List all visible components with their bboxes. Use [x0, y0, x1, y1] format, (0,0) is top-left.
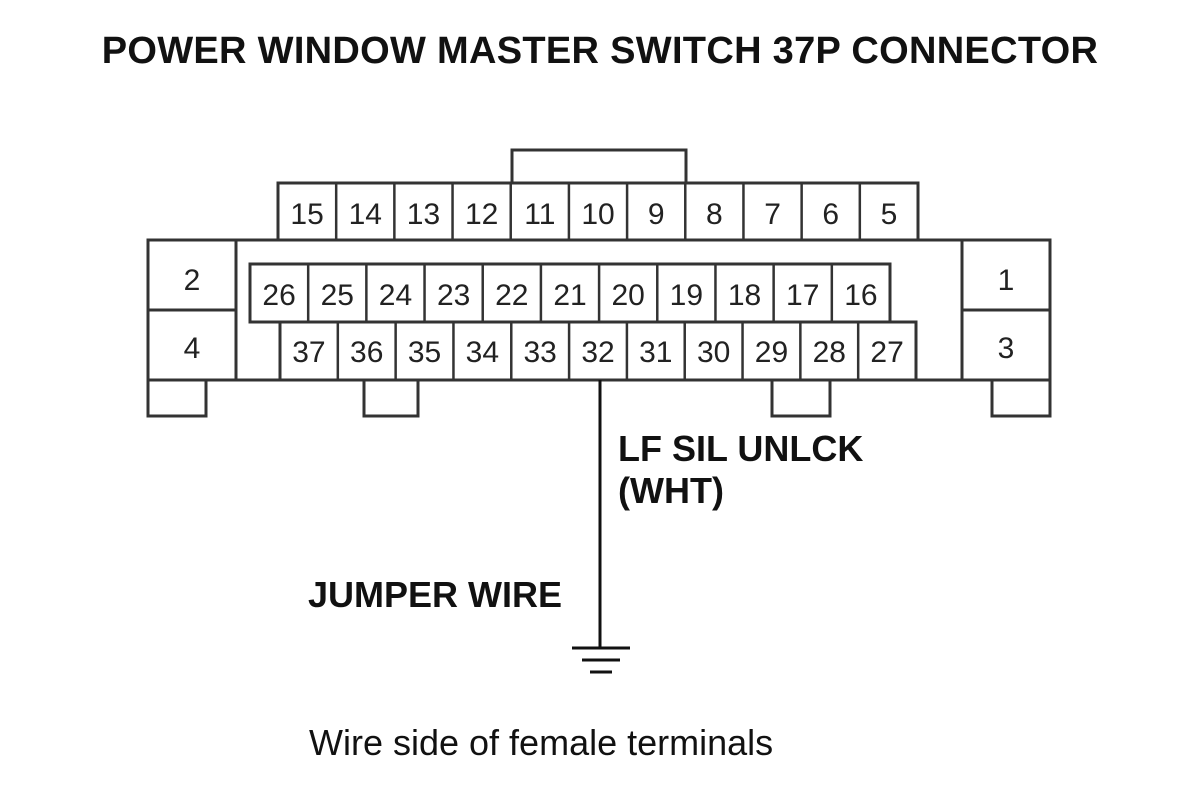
- pin-34: 34: [466, 336, 499, 369]
- pin-14: 14: [349, 198, 382, 231]
- pin-27: 27: [870, 336, 903, 369]
- pin-25: 25: [321, 279, 354, 312]
- foot-1: [146, 380, 208, 418]
- pin-30: 30: [697, 336, 730, 369]
- pin-6: 6: [822, 198, 839, 231]
- pin-5: 5: [881, 198, 898, 231]
- jumper-wire-label: JUMPER WIRE: [308, 574, 563, 615]
- pin-9: 9: [648, 198, 665, 231]
- pin-22: 22: [495, 279, 528, 312]
- foot-4: [990, 380, 1052, 418]
- pin-3: 3: [998, 332, 1015, 365]
- pin-2: 2: [184, 264, 201, 297]
- pin-15: 15: [290, 198, 323, 231]
- pin-37: 37: [292, 336, 325, 369]
- diagram-title: POWER WINDOW MASTER SWITCH 37P CONNECTOR: [101, 30, 1099, 72]
- wire-label: LF SIL UNLCK: [618, 428, 864, 469]
- pin-4: 4: [184, 332, 201, 365]
- pin-24: 24: [379, 279, 412, 312]
- pin-13: 13: [407, 198, 440, 231]
- pin-23: 23: [437, 279, 470, 312]
- foot-3: [770, 380, 832, 418]
- pin-26: 26: [262, 279, 295, 312]
- foot-2: [362, 380, 420, 418]
- pin-36: 36: [350, 336, 383, 369]
- pin-35: 35: [408, 336, 441, 369]
- pin-12: 12: [465, 198, 498, 231]
- pin-32: 32: [581, 336, 614, 369]
- pin-33: 33: [523, 336, 556, 369]
- pin-8: 8: [706, 198, 723, 231]
- pin-1: 1: [998, 264, 1015, 297]
- pin-10: 10: [581, 198, 614, 231]
- pin-28: 28: [813, 336, 846, 369]
- pin-21: 21: [553, 279, 586, 312]
- pin-19: 19: [670, 279, 703, 312]
- pin-7: 7: [764, 198, 781, 231]
- pin-31: 31: [639, 336, 672, 369]
- pin-29: 29: [755, 336, 788, 369]
- pin-18: 18: [728, 279, 761, 312]
- wire-color-label: (WHT): [618, 470, 724, 511]
- pin-20: 20: [611, 279, 644, 312]
- pin-17: 17: [786, 279, 819, 312]
- pin-16: 16: [844, 279, 877, 312]
- pin-11: 11: [524, 198, 555, 231]
- lock-tab: [510, 148, 688, 183]
- caption: Wire side of female terminals: [309, 722, 774, 763]
